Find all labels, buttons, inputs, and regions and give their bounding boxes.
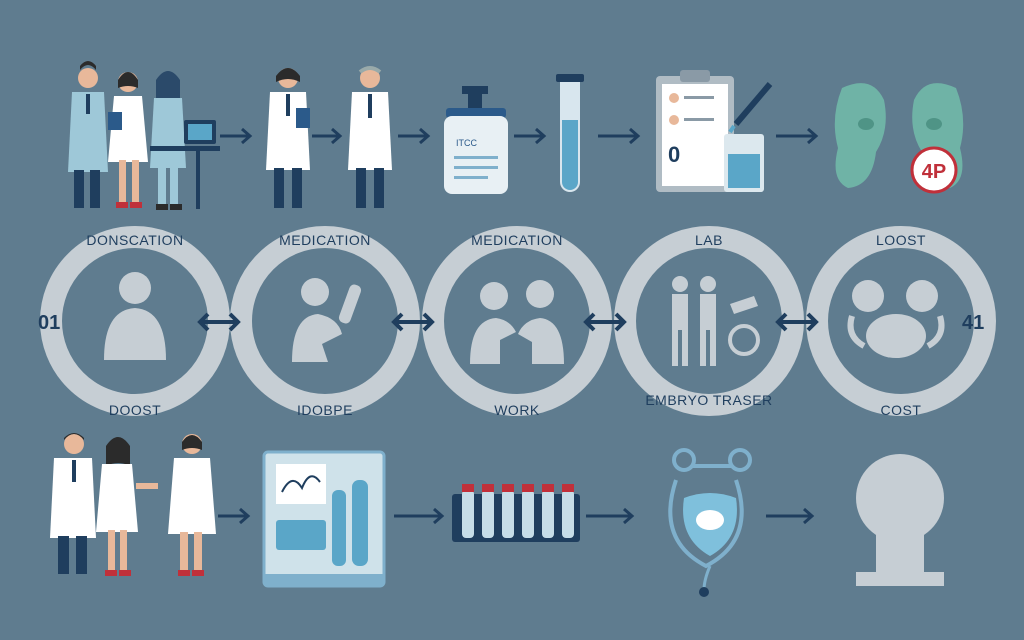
flow-arrow-icon bbox=[776, 127, 819, 145]
flow-arrow-icon bbox=[766, 507, 815, 525]
embryo-device-icon bbox=[668, 448, 752, 597]
stage-4-top-label: LAB bbox=[695, 232, 723, 248]
pump-bottle-icon: ITCC bbox=[444, 86, 508, 194]
flow-arrow-icon bbox=[394, 507, 445, 525]
flow-arrow-icon bbox=[514, 127, 547, 145]
stage-5-bottom-label: COST bbox=[880, 402, 922, 418]
double-arrow-icon bbox=[391, 312, 435, 332]
left-number: 01 bbox=[38, 312, 61, 334]
patient-with-device-icon bbox=[292, 278, 362, 362]
flow-arrow-icon bbox=[398, 127, 431, 145]
stage-4-bottom-label: EMBRYO TRASER bbox=[645, 392, 773, 408]
cells-icon: 4P bbox=[834, 83, 964, 194]
stage-ring-3 bbox=[422, 226, 612, 416]
clipboard-number: 0 bbox=[668, 142, 680, 167]
flow-arrow-icon bbox=[220, 127, 253, 145]
flow-arrow-icon bbox=[312, 127, 343, 145]
double-arrow-icon bbox=[197, 312, 241, 332]
clipboard-icon: 0 bbox=[656, 70, 734, 192]
doctors-pair-icon bbox=[266, 66, 392, 208]
stage-1-bottom-label: DOOST bbox=[108, 402, 162, 418]
stage-5-top-label: LOOST bbox=[876, 232, 926, 248]
beaker-pipette-icon bbox=[724, 82, 773, 192]
stage-2-bottom-label: IDOBPE bbox=[297, 402, 353, 418]
head-silhouette-icon bbox=[856, 454, 944, 586]
flow-arrow-icon bbox=[586, 507, 635, 525]
flow-arrow-icon bbox=[218, 507, 251, 525]
person-silhouette-icon bbox=[104, 272, 166, 360]
handshake-group-icon bbox=[50, 433, 216, 576]
lab-cabinet-icon bbox=[262, 450, 386, 588]
stage-3-top-label: MEDICATION bbox=[471, 232, 563, 248]
double-arrow-icon bbox=[775, 312, 819, 332]
consultation-group-icon bbox=[68, 61, 220, 210]
flow-arrow-icon bbox=[598, 127, 641, 145]
double-arrow-icon bbox=[583, 312, 627, 332]
ring-figures bbox=[104, 272, 945, 366]
right-number: 41 bbox=[962, 312, 985, 334]
bottom-row-illustrations bbox=[50, 433, 944, 597]
test-tube-rack-icon bbox=[452, 484, 580, 542]
stage-2-top-label: MEDICATION bbox=[279, 232, 371, 248]
bottle-label: ITCC bbox=[456, 138, 477, 148]
badge-text: 4P bbox=[922, 161, 946, 183]
stage-3-bottom-label: WORK bbox=[494, 402, 540, 418]
two-people-icon bbox=[470, 280, 564, 364]
cell-cluster-icon bbox=[847, 280, 945, 358]
lab-figures-icon bbox=[672, 276, 760, 366]
stage-1-top-label: DONSCATION bbox=[86, 232, 184, 248]
test-tube-icon bbox=[556, 74, 584, 192]
top-row-illustrations: ITCC 0 4P bbox=[68, 61, 964, 210]
